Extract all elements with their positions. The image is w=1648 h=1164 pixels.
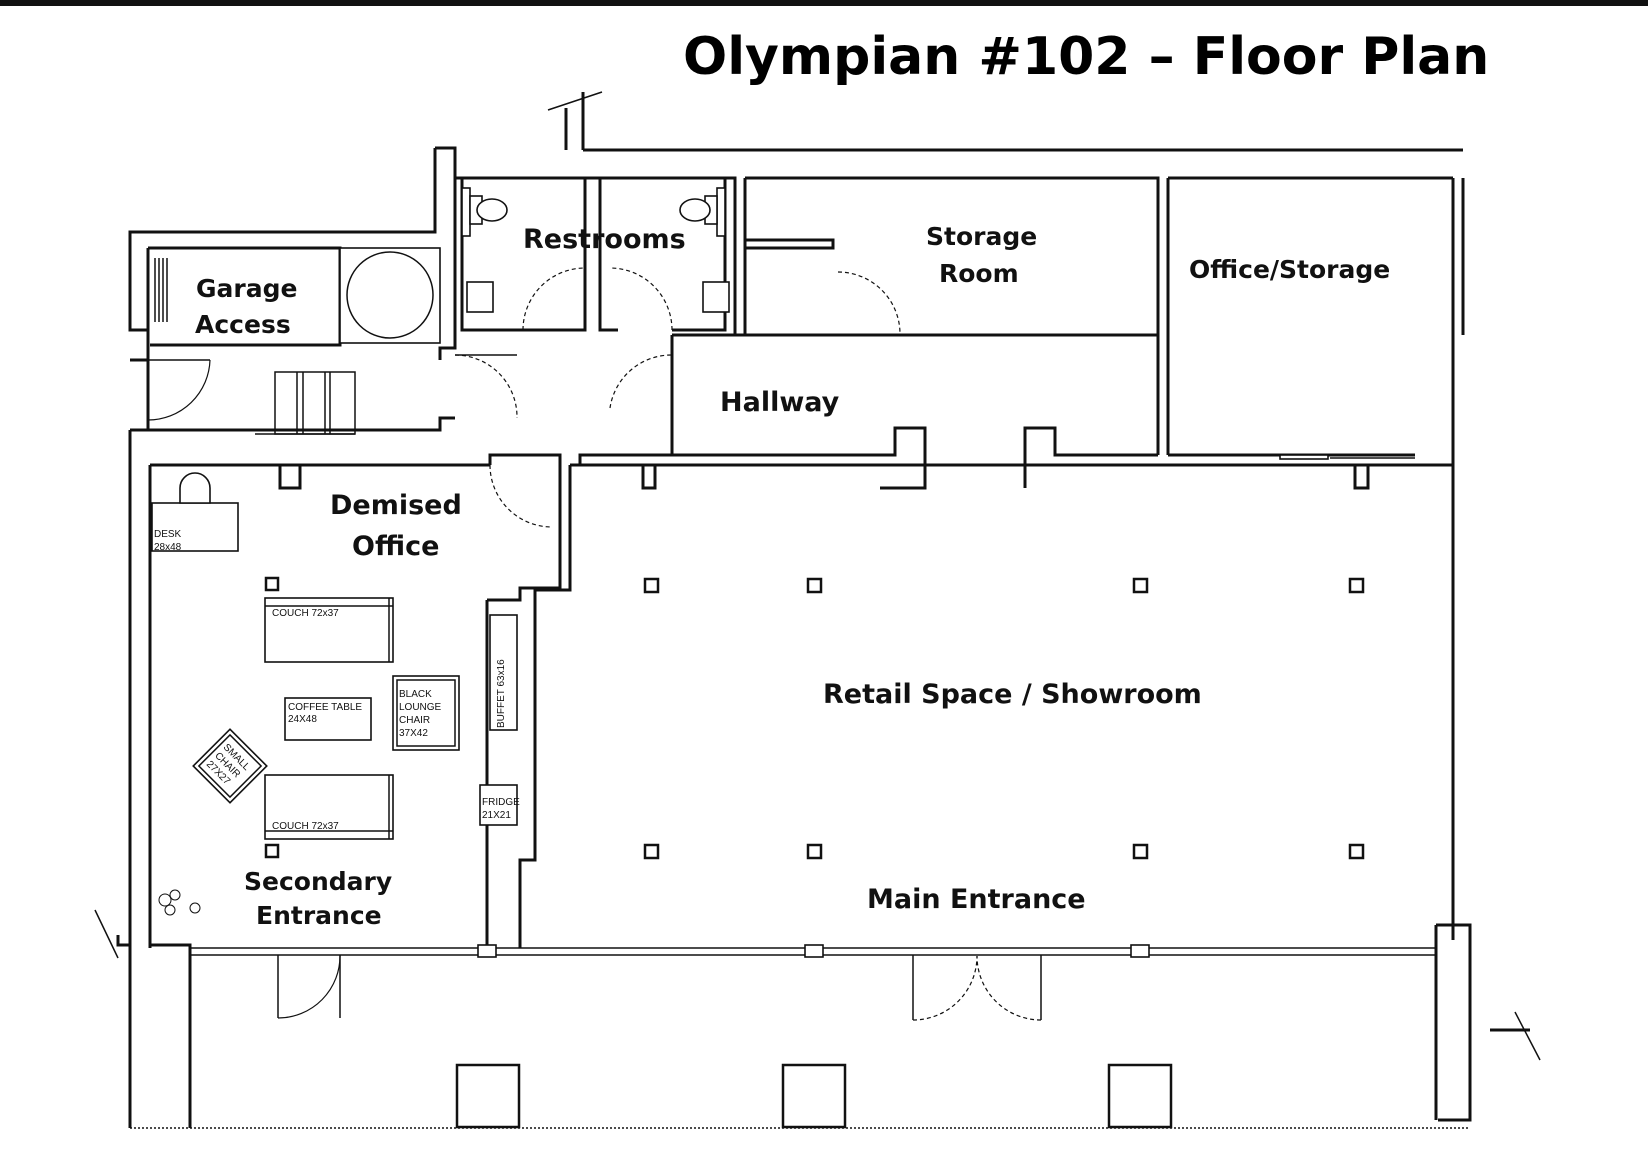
pier [1107,1063,1173,1129]
column [643,577,660,594]
svg-text:37X42: 37X42 [399,728,428,739]
svg-text:COFFEE TABLE: COFFEE TABLE [288,702,362,713]
svg-text:28x48: 28x48 [154,542,182,553]
storefront [128,925,1470,1129]
buffet-label: BUFFET 63x16 [496,659,507,728]
storage-label-1: Storage [926,222,1037,251]
column [806,843,823,860]
svg-text:24X48: 24X48 [288,714,317,725]
column [643,843,660,860]
garage-label-2: Access [195,310,291,339]
column [806,577,823,594]
demised-label-1: Demised [330,490,462,521]
top-border [0,0,1648,6]
restrooms-area: Restrooms [438,160,737,360]
garage-steps [154,258,168,322]
furniture: DESK 28x48 COUCH 72x37 COFFEE TABLE 24X4… [151,472,520,916]
svg-text:COUCH 72x37: COUCH 72x37 [272,608,339,619]
storage-label-2: Room [939,259,1019,288]
pier [781,1063,847,1129]
fridge-label-1: FRIDGE [482,797,520,808]
column [1132,577,1149,594]
svg-text:COUCH 72x37: COUCH 72x37 [272,821,339,832]
secondary-label-2: Entrance [256,901,382,930]
toilet-right-icon [679,187,726,237]
svg-text:LOUNGE: LOUNGE [399,702,442,713]
garage-access-room: Garage Access [147,246,441,435]
coffee-table: COFFEE TABLE 24X48 [284,697,372,741]
office-storage-label: Office/Storage [1189,255,1390,284]
desk: DESK 28x48 [151,472,239,553]
storage-room: Storage Room [743,176,1160,337]
column [1348,577,1365,594]
column [1132,843,1149,860]
column [1348,843,1365,860]
page-title: Olympian #102 – Floor Plan [683,27,1489,87]
fridge-label-2: 21X21 [482,810,511,821]
plant-icon [158,889,201,916]
stairs [255,371,356,435]
couch-bottom: COUCH 72x37 [264,774,394,840]
hallway-label: Hallway [720,387,840,418]
demised-label-2: Office [352,531,439,562]
small-chair: SMALL CHAIR 27X27 [192,728,268,804]
retail-label: Retail Space / Showroom [823,679,1202,710]
sink-left-icon [466,281,494,313]
demised-office: Demised Office Secondary Entrance [150,354,572,948]
lounge-chair: BLACK LOUNGE CHAIR 37X42 [392,675,460,751]
restrooms-label: Restrooms [523,224,686,255]
svg-text:DESK: DESK [154,529,182,540]
water-heater-box [339,247,441,344]
exterior-walls [94,91,1541,1122]
svg-text:CHAIR: CHAIR [399,715,430,726]
sink-right-icon [702,281,730,313]
office-storage-room: Office/Storage [1156,176,1453,460]
couch-top: COUCH 72x37 [264,597,394,663]
garage-label-1: Garage [196,274,297,303]
pier [455,1063,521,1129]
retail-showroom: Retail Space / Showroom Main Entrance [570,453,1453,915]
toilet-left-icon [461,187,508,237]
main-entrance-label: Main Entrance [867,884,1086,915]
water-heater-icon [346,251,434,339]
hallway: Hallway [609,333,1158,490]
svg-text:BLACK: BLACK [399,689,432,700]
secondary-label-1: Secondary [244,867,392,896]
